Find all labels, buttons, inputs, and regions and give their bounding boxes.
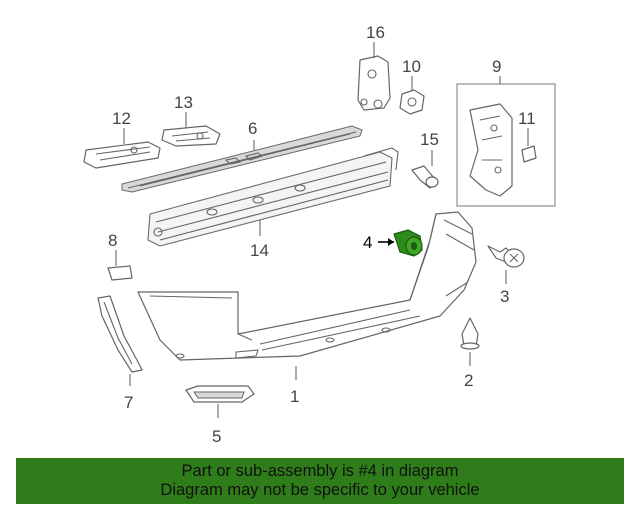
callout-5: 5 (212, 427, 221, 446)
callout-13: 13 (174, 93, 193, 112)
callout-7: 7 (124, 393, 133, 412)
banner-line-2: Diagram may not be specific to your vehi… (160, 481, 480, 499)
part-2-clip[interactable] (460, 317, 480, 366)
part-12-bracket[interactable] (83, 128, 161, 169)
part-15-bolt[interactable] (411, 150, 439, 189)
callout-3: 3 (500, 287, 509, 306)
part-8-clip[interactable] (107, 250, 133, 281)
part-7-side-molding[interactable] (97, 295, 143, 386)
callout-15: 15 (420, 130, 439, 149)
part-1-bumper-cover[interactable] (137, 211, 477, 380)
part-14-reinforcement-beam[interactable] (147, 147, 399, 247)
part-10-clip[interactable] (399, 76, 425, 115)
callout-9: 9 (492, 57, 501, 76)
exploded-parts-diagram: 16 10 12 13 6 (83, 23, 556, 446)
part-info-banner: Part or sub-assembly is #4 in diagram Di… (16, 458, 624, 504)
callout-10: 10 (402, 57, 421, 76)
callout-12: 12 (112, 109, 131, 128)
part-6-trim-strip[interactable] (121, 125, 363, 193)
callout-11: 11 (518, 109, 536, 128)
callout-14: 14 (250, 241, 269, 260)
callout-8: 8 (108, 231, 117, 250)
part-3-screw[interactable] (487, 245, 525, 284)
part-4-sensor-highlighted[interactable] (378, 229, 423, 257)
part-16-bracket[interactable] (357, 42, 391, 111)
banner-line-1: Part or sub-assembly is #4 in diagram (181, 462, 459, 480)
callout-1: 1 (290, 387, 299, 406)
callout-16: 16 (366, 23, 385, 42)
callout-2: 2 (464, 371, 473, 390)
part-5-reflector[interactable] (185, 385, 255, 418)
callout-4: 4 (363, 233, 372, 252)
part-9-bracket-assembly[interactable] (456, 76, 556, 207)
part-11-clip[interactable] (521, 128, 537, 163)
part-13-bracket[interactable] (161, 112, 221, 147)
callout-6: 6 (248, 119, 257, 138)
